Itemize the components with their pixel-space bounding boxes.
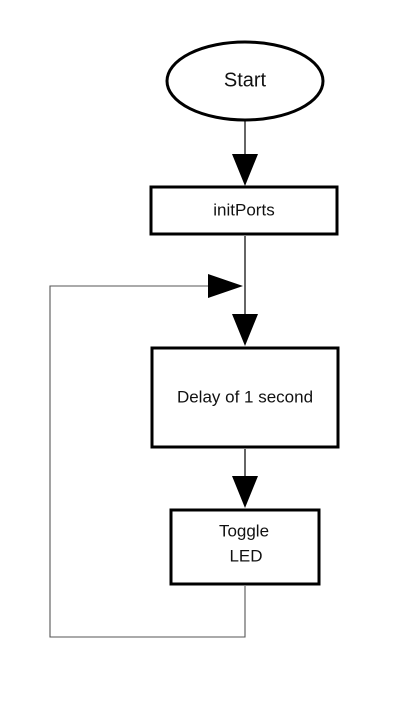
start-label: Start [224, 69, 267, 91]
arrowhead-right [208, 274, 243, 298]
loop-back-connector [49, 274, 246, 638]
arrow-delay-to-toggle [232, 449, 258, 508]
arrowhead-down [232, 476, 258, 508]
init-ports-box [149, 185, 339, 236]
init-ports-node: initPorts [149, 185, 339, 236]
delay-node: Delay of 1 second [150, 346, 340, 449]
arrowhead-down [232, 314, 258, 346]
loop-back-line [49, 285, 246, 638]
delay-box [150, 346, 340, 449]
toggle-label-line2: LED [229, 546, 262, 565]
arrow-start-to-initports [232, 120, 258, 186]
toggle-led-node: Toggle LED [169, 508, 321, 586]
start-node: Start [165, 40, 325, 122]
toggle-led-box [169, 508, 321, 586]
delay-label: Delay of 1 second [177, 387, 313, 406]
init-ports-label: initPorts [213, 200, 274, 219]
arrow-initports-to-delay [232, 236, 258, 346]
arrowhead-down [232, 154, 258, 186]
toggle-label-line1: Toggle [219, 521, 269, 540]
